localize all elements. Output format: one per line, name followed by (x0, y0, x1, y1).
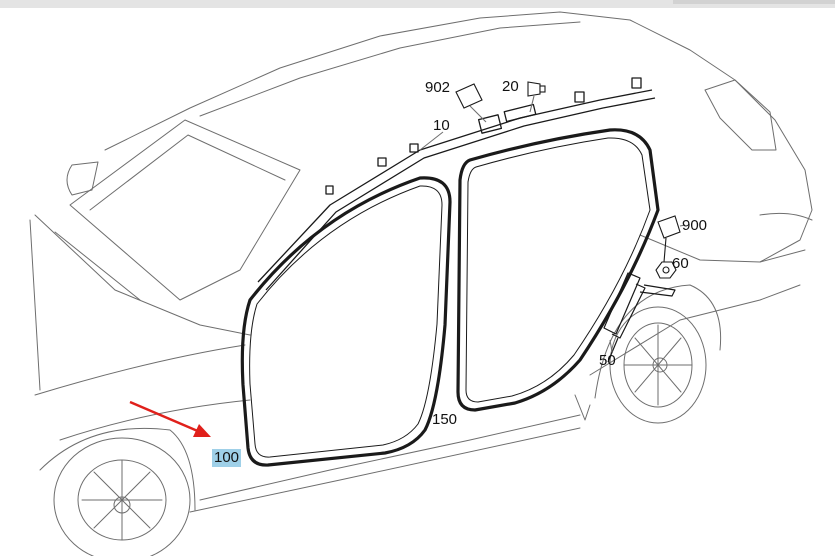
leader-lines (419, 131, 686, 353)
car-body-outline (29, 11, 813, 556)
callout-150: 150 (432, 411, 458, 428)
trim-part-50 (603, 272, 676, 363)
callout-902: 902 (425, 79, 451, 96)
clip-part-60 (655, 261, 677, 279)
top-toolbar-tab (673, 0, 835, 4)
callout-60: 60 (672, 255, 689, 272)
pad-part-902 (455, 83, 487, 123)
roof-trim-strip (257, 77, 656, 291)
red-arrow-indicator (129, 400, 211, 437)
door-seals (240, 128, 660, 467)
callout-900: 900 (682, 217, 708, 234)
callout-10: 10 (433, 117, 450, 134)
clip-part-20 (527, 81, 546, 113)
top-toolbar-strip (0, 0, 835, 8)
callout-50: 50 (599, 352, 616, 369)
callout-100-highlighted[interactable]: 100 (212, 449, 242, 467)
callout-20: 20 (502, 78, 519, 95)
pad-part-900 (657, 215, 681, 263)
